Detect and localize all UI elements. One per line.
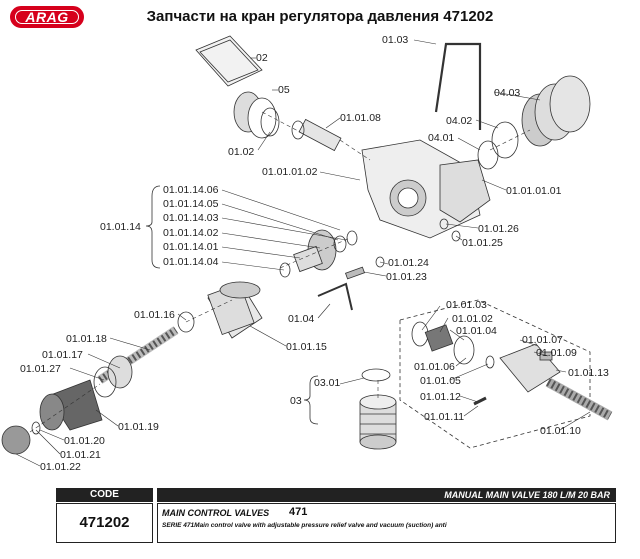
label-03-01: 03.01 xyxy=(314,377,340,389)
label-01-01-25: 01.01.25 xyxy=(462,237,503,249)
label-01-01-24: 01.01.24 xyxy=(388,257,429,269)
description-header: MANUAL MAIN VALVE 180 L/M 20 BAR xyxy=(157,488,616,502)
part-03-01-oring xyxy=(361,368,391,382)
label-01-01-18: 01.01.18 xyxy=(66,333,107,345)
part-01-01-09-screw xyxy=(539,351,553,361)
logo-text: ARAG xyxy=(25,9,69,25)
part-01-01-25-nut xyxy=(451,230,461,242)
label-04-01: 04.01 xyxy=(428,132,454,144)
label-01-01-02: 01.01.02 xyxy=(452,313,493,325)
label-01-01-01-01: 01.01.01.01 xyxy=(506,185,562,197)
part-01-01-16-washer xyxy=(177,311,195,333)
part-01-01-22-cap xyxy=(1,425,31,455)
code-value: 471202 xyxy=(56,503,153,543)
label-01-01-07: 01.01.07 xyxy=(522,334,563,346)
description-subtitle: SERIE 471Main control valve with adjusta… xyxy=(162,522,447,529)
part-01-03-handle xyxy=(434,42,482,130)
description-number: 471 xyxy=(289,506,308,518)
part-01-01-04-oring xyxy=(453,335,475,365)
part-02-gasket xyxy=(195,35,263,87)
label-01-01-12: 01.01.12 xyxy=(420,391,461,403)
part-02-inner xyxy=(199,39,259,83)
label-01-01-14-06: 01.01.14.06 xyxy=(163,184,219,196)
leader-lines xyxy=(15,39,591,467)
part-01-01-12-pin xyxy=(473,396,487,406)
label-01-03: 01.03 xyxy=(382,34,408,46)
label-01-01-15: 01.01.15 xyxy=(286,341,327,353)
part-04-01-oring xyxy=(477,140,499,170)
part-valve-subassembly-frame xyxy=(399,299,591,449)
code-header: CODE xyxy=(56,488,153,502)
part-stem-oring xyxy=(291,120,305,140)
label-05: 05 xyxy=(278,84,290,96)
part-01-01-02-seat xyxy=(424,324,454,352)
part-01-01-08-stem xyxy=(298,118,342,152)
part-01-01-14-assembly xyxy=(279,229,358,278)
label-01-01-20: 01.01.20 xyxy=(64,435,105,447)
label-04-02: 04.02 xyxy=(446,115,472,127)
label-04-03: 04.03 xyxy=(494,87,520,99)
label-01-01-21: 01.01.21 xyxy=(60,449,101,461)
description-box: MAIN CONTROL VALVES 471 SERIE 471Main co… xyxy=(157,503,616,543)
part-01-01-23-screw xyxy=(345,266,365,280)
part-04-03-hose-tail xyxy=(521,75,591,147)
part-04-02-oring xyxy=(491,121,519,159)
label-01-01-14-02: 01.01.14.02 xyxy=(163,227,219,239)
part-01-01-24-nut xyxy=(375,256,385,268)
arag-logo: ARAG xyxy=(10,6,84,28)
label-03: 03 xyxy=(290,395,302,407)
label-01-01-03: 01.01.03 xyxy=(446,299,487,311)
label-01-01-06: 01.01.06 xyxy=(414,361,455,373)
label-01-01-14: 01.01.14 xyxy=(100,221,141,233)
label-01-01-22: 01.01.22 xyxy=(40,461,81,473)
description-title: MAIN CONTROL VALVES xyxy=(162,508,270,518)
label-01-01-19: 01.01.19 xyxy=(118,421,159,433)
logo-border xyxy=(15,10,79,24)
part-01-01-27-ring xyxy=(93,366,117,398)
label-01-01-26: 01.01.26 xyxy=(478,223,519,235)
part-01-04-wrench xyxy=(317,282,353,311)
part-05-ring-back xyxy=(247,97,277,139)
label-01-01-08: 01.01.08 xyxy=(340,112,381,124)
label-01-01-14-05: 01.01.14.05 xyxy=(163,198,219,210)
part-01-01-21-screw xyxy=(31,421,41,435)
brace-01-01-14 xyxy=(145,185,161,269)
label-01-02: 01.02 xyxy=(228,146,254,158)
exploded-parts-diagram: 02 05 01.02 01.01.08 01.03 04.03 04.02 0… xyxy=(1,34,613,473)
parts-info-table: CODE 471202 MANUAL MAIN VALVE 180 L/M 20… xyxy=(56,488,616,544)
part-01-02-oring xyxy=(260,107,280,137)
label-01-01-14-03: 01.01.14.03 xyxy=(163,212,219,224)
label-01-04: 01.04 xyxy=(288,313,314,325)
label-01-01-09: 01.01.09 xyxy=(536,347,577,359)
part-03-filter xyxy=(359,394,397,450)
label-01-01-14-01: 01.01.14.01 xyxy=(163,241,219,253)
label-01-01-13: 01.01.13 xyxy=(568,367,609,379)
assembly-guide-lines xyxy=(29,111,531,433)
label-01-01-16: 01.01.16 xyxy=(134,309,175,321)
label-01-01-23: 01.01.23 xyxy=(386,271,427,283)
label-01-01-04: 01.01.04 xyxy=(456,325,497,337)
description-header-text: MANUAL MAIN VALVE 180 L/M 20 BAR xyxy=(444,490,610,500)
label-01-01-05: 01.01.05 xyxy=(420,375,461,387)
label-01-01-10: 01.01.10 xyxy=(540,425,581,437)
brace-03 xyxy=(303,375,319,425)
label-01-01-11: 01.01.11 xyxy=(424,411,464,423)
label-02: 02 xyxy=(256,52,268,64)
part-01-01-01-01-flange xyxy=(439,159,491,223)
part-01-01-15-bonnet xyxy=(207,281,263,339)
label-01-01-17: 01.01.17 xyxy=(42,349,83,361)
part-01-01-05-ring xyxy=(485,355,495,369)
label-01-01-01-02: 01.01.01.02 xyxy=(262,166,318,178)
label-01-01-14-04: 01.01.14.04 xyxy=(163,256,219,268)
label-01-01-27: 01.01.27 xyxy=(20,363,61,375)
page-title: Запчасти на кран регулятора давления 471… xyxy=(146,8,494,25)
part-01-01-17-ring xyxy=(107,355,133,389)
